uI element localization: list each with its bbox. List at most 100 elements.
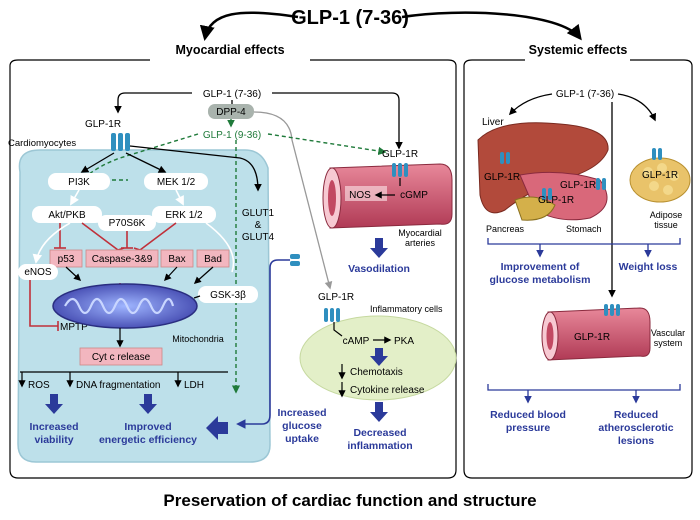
arrow-to-systemic xyxy=(401,11,582,41)
inflam-glp1r-label: GLP-1R xyxy=(318,292,354,303)
effects-arrows xyxy=(18,372,182,388)
outcome-arrows-cardio xyxy=(45,394,228,440)
improvement-line2: glucose metabolism xyxy=(490,274,591,286)
inflammation-line2: inflammation xyxy=(347,440,412,452)
vasodilation-label: Vasodilation xyxy=(348,263,410,275)
pka-label: PKA xyxy=(394,336,414,347)
p70s6k-node xyxy=(98,215,156,231)
inflammation-line1: Decreased xyxy=(353,427,406,439)
liver-glp1r-label: GLP-1R xyxy=(484,172,520,183)
systemic-bracket-bottom xyxy=(463,469,693,479)
liver-label: Liver xyxy=(482,117,504,128)
arrow-sys-adipose xyxy=(617,93,656,122)
improvement-line1: Improvement of xyxy=(501,261,580,273)
vascular-line1: Vascular xyxy=(651,328,685,338)
pancreas-label: Pancreas xyxy=(486,224,525,234)
bax-label: Bax xyxy=(168,254,185,265)
glucose-line1: Increased xyxy=(277,407,326,419)
arrow-mek-erk xyxy=(175,189,184,206)
adipose-illustration xyxy=(629,157,691,203)
arrow-dpp4-to-inflammatory xyxy=(253,111,333,290)
link-erk-gsk xyxy=(205,222,235,273)
arrow-sys-liver xyxy=(508,93,553,116)
adipose-line1: Adipose xyxy=(650,210,683,220)
glut-line1: GLUT1 xyxy=(242,208,275,219)
cytokine-label: Cytokine release xyxy=(350,385,425,396)
cytc-label: Cyt c release xyxy=(92,352,151,363)
cardiomyocytes-label: Cardiomyocytes xyxy=(8,138,76,149)
vascular-bracket xyxy=(487,384,681,391)
link-gsk-mito xyxy=(193,295,201,299)
akt-node xyxy=(32,206,102,223)
myocardial-bracket-bottom xyxy=(9,469,457,479)
caspase-label: Caspase-3&9 xyxy=(92,254,153,265)
arrow-pka-effects xyxy=(370,348,388,366)
p70s6k-label: P70S6K xyxy=(109,218,146,229)
nos-label: NOS xyxy=(349,190,371,201)
p53-label: p53 xyxy=(58,254,75,265)
myo-glp1-label: GLP-1 (7-36) xyxy=(203,89,261,100)
apoptosis-arrows xyxy=(65,266,214,284)
organs-bracket xyxy=(487,238,681,245)
sys-glp1-label: GLP-1 (7-36) xyxy=(556,89,614,100)
arrow-glp1-to-artery-receptor xyxy=(272,92,403,150)
viability-line1: Increased xyxy=(29,421,78,433)
gsk-node xyxy=(198,286,258,303)
erk-node xyxy=(152,206,216,223)
enos-label: eNOS xyxy=(24,267,52,278)
arrow-to-myocardial xyxy=(199,11,299,41)
stomach-label: Stomach xyxy=(566,224,602,234)
systemic-bracket-top xyxy=(463,59,693,78)
artery-glp1r-label: GLP-1R xyxy=(382,149,418,160)
pi3k-node xyxy=(48,173,110,190)
cardio-glp1r-label: GLP-1R xyxy=(85,119,121,130)
energetic-line2: energetic efficiency xyxy=(99,434,197,446)
erk-label: ERK 1/2 xyxy=(165,210,203,221)
stomach-glp1r-label: GLP-1R xyxy=(560,180,596,191)
dashed-metabolite-to-artery xyxy=(267,133,387,156)
caspase-box xyxy=(85,249,159,268)
viability-line2: viability xyxy=(34,434,73,446)
arrow-glut-to-uptake xyxy=(236,259,290,429)
footer-title: Preservation of cardiac function and str… xyxy=(163,491,536,510)
inflammatory-cells-label: Inflammatory cells xyxy=(370,304,443,314)
vascular-glp1r-label: GLP-1R xyxy=(574,332,610,343)
adipose-glp1r-label: GLP-1R xyxy=(642,170,678,181)
artery-receptor-icon xyxy=(392,163,408,177)
adipose-receptor-icon xyxy=(652,148,662,160)
inflammation-arrow xyxy=(370,402,388,422)
bp-line1: Reduced blood xyxy=(490,409,566,421)
dashed-metabolite-to-pi3k xyxy=(83,133,199,179)
bp-line2: pressure xyxy=(506,422,551,434)
mek-label: MEK 1/2 xyxy=(157,177,196,188)
arrow-glp1-to-cardio-receptor xyxy=(114,92,192,114)
glucose-line3: uptake xyxy=(285,433,319,445)
camp-label: cAMP xyxy=(343,336,370,347)
arteries-line1: Myocardial xyxy=(398,228,442,238)
glucose-line2: glucose xyxy=(282,420,322,432)
ros-label: ROS xyxy=(28,380,50,391)
vascular-receptor-icon xyxy=(604,304,620,316)
vasodilation-arrow xyxy=(370,238,388,258)
liver-receptor-icon xyxy=(500,152,510,164)
mek-node xyxy=(144,173,208,190)
arteries-line2: arteries xyxy=(405,238,436,248)
enos-node xyxy=(18,264,58,280)
dna-label: DNA fragmentation xyxy=(76,380,161,391)
ath-line2: atherosclerotic xyxy=(598,422,673,434)
mitochondria-label: Mitochondria xyxy=(172,334,224,344)
liver-illustration xyxy=(477,122,609,221)
pi3k-label: PI3K xyxy=(68,177,90,188)
dpp4-badge xyxy=(208,104,254,119)
pancreas-glp1r-label: GLP-1R xyxy=(538,195,574,206)
main-title: GLP-1 (7-36) xyxy=(291,7,409,29)
glut-line2: & xyxy=(255,220,262,231)
arrow-receptor-glut xyxy=(129,145,262,192)
mptp-label: MPTP xyxy=(60,322,88,333)
section-myocardial: Myocardial effects xyxy=(175,43,284,57)
myocardial-bracket-top xyxy=(9,59,457,78)
weight-loss-label: Weight loss xyxy=(619,261,678,273)
stomach-receptor-icon xyxy=(596,178,606,190)
pancreas-receptor-icon xyxy=(542,188,552,200)
